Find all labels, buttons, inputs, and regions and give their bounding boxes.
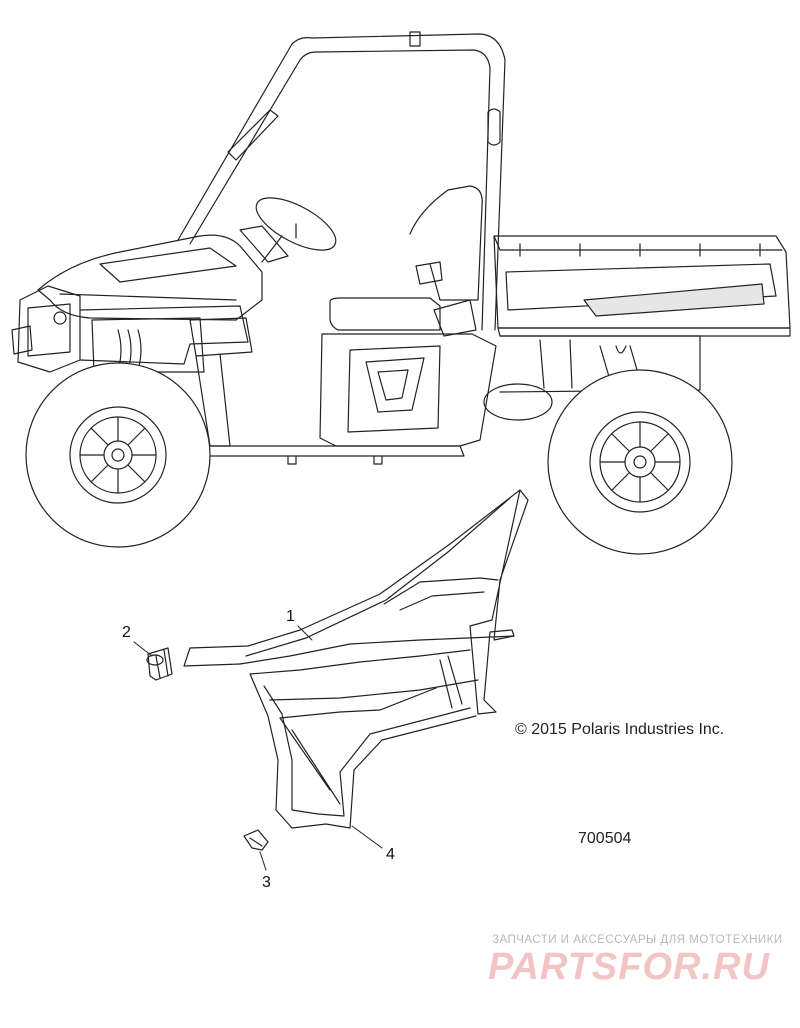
steering-wheel <box>255 197 337 251</box>
fastener-part <box>243 829 269 851</box>
figure-number: 700504 <box>578 830 632 847</box>
leader-lines <box>133 625 383 871</box>
seat <box>329 297 441 331</box>
utv-vehicle-illustration <box>11 31 791 555</box>
rear-wheel <box>547 369 733 555</box>
clip-part <box>146 647 173 681</box>
door-net-frame <box>183 489 529 829</box>
cargo-box <box>493 235 791 329</box>
front-wheel <box>25 362 211 548</box>
copyright-notice: © 2015 Polaris Industries Inc. <box>515 721 725 738</box>
callout-1: 1 <box>286 608 295 625</box>
roll-cage <box>177 33 506 331</box>
callout-3: 3 <box>262 874 271 891</box>
hood <box>37 234 263 321</box>
callout-2: 2 <box>122 624 131 641</box>
door-panel <box>319 333 497 447</box>
watermark-tagline: ЗАПЧАСТИ И АКСЕССУАРЫ ДЛЯ МОТОТЕХНИКИ <box>492 934 783 946</box>
watermark-logo: PARTSFOR.RU <box>488 946 770 988</box>
callout-4: 4 <box>386 846 395 863</box>
